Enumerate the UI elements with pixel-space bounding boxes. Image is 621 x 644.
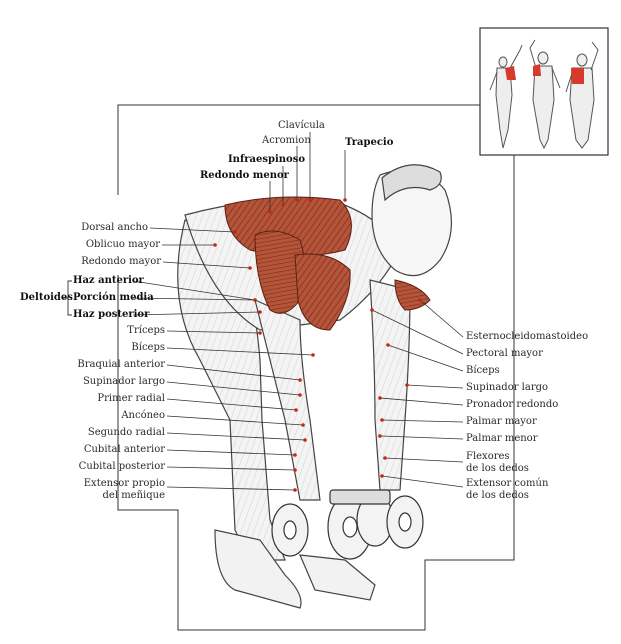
label-dorsal-ancho: Dorsal ancho: [81, 222, 148, 233]
frame: [117, 104, 515, 631]
label-haz-anterior: Haz anterior: [73, 275, 144, 286]
label-supinador-largo-left: Supinador largo: [82, 376, 165, 387]
label-trapecio: Trapecio: [345, 137, 394, 148]
label-triceps: Tríceps: [127, 325, 165, 336]
dumbbells: [271, 489, 424, 560]
label-primer-radial: Primer radial: [97, 393, 165, 404]
leader-dots: [213, 198, 422, 492]
label-cubital-anterior: Cubital anterior: [83, 444, 165, 455]
label-flexores-line2: de los dedos: [466, 463, 529, 474]
highlighted-muscles: [224, 196, 431, 331]
label-deltoides: Deltoides: [20, 292, 73, 303]
label-segundo-radial: Segundo radial: [87, 427, 165, 438]
label-porcion-media: Porción media: [73, 292, 154, 303]
label-cubital-posterior: Cubital posterior: [78, 461, 165, 472]
label-extensor-menique-line2: del meñique: [102, 490, 166, 501]
label-pronador-redondo: Pronador redondo: [466, 399, 559, 410]
label-haz-posterior: Haz posterior: [73, 309, 150, 320]
deltoides-bracket: [62, 280, 72, 316]
label-extensor-comun-line1: Extensor común: [466, 478, 549, 489]
label-clavicula: Clavícula: [278, 120, 325, 131]
label-flexores-line1: Flexores: [466, 451, 510, 462]
label-esternocleidomastoideo: Esternocleidomastoideo: [466, 331, 589, 342]
label-palmar-menor: Palmar menor: [466, 433, 538, 444]
label-braquial-anterior: Braquial anterior: [77, 359, 165, 370]
label-supinador-largo-right: Supinador largo: [466, 382, 549, 393]
label-redondo-mayor: Redondo mayor: [81, 256, 161, 267]
label-palmar-mayor: Palmar mayor: [466, 416, 537, 427]
label-anconeo: Ancóneo: [121, 410, 165, 421]
label-pectoral-mayor: Pectoral mayor: [466, 348, 543, 359]
leader-lines: [132, 132, 464, 491]
label-biceps-left: Bíceps: [131, 342, 165, 353]
label-extensor-menique-line1: Extensor propio: [83, 478, 165, 489]
label-acromion: Acromion: [262, 135, 311, 146]
label-redondo-menor: Redondo menor: [200, 170, 289, 181]
label-extensor-comun-line2: de los dedos: [466, 490, 529, 501]
label-infraespinoso: Infraespinoso: [228, 154, 306, 165]
thumbnail-figures: [479, 27, 609, 156]
label-biceps-right: Bíceps: [466, 365, 500, 376]
label-oblicuo-mayor: Oblicuo mayor: [85, 239, 160, 250]
